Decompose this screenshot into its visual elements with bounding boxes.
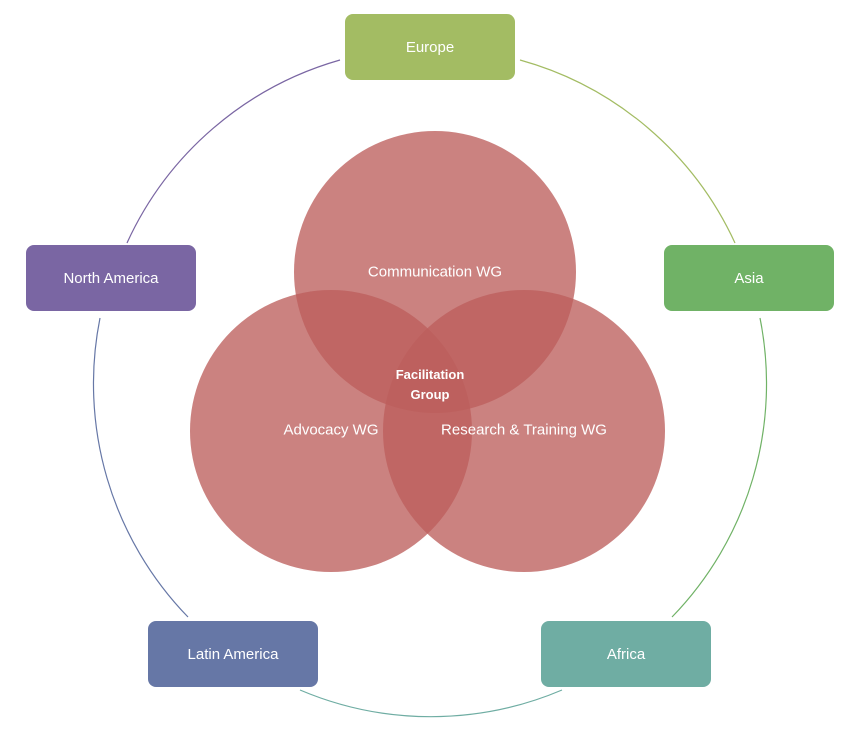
label-research-training-wg: Research & Training WG <box>441 421 607 439</box>
region-box-north-america: North America <box>26 245 196 311</box>
region-label-africa: Africa <box>606 645 646 663</box>
circle-research-training-wg <box>383 290 665 572</box>
ring-arc-africa-latam <box>299 689 563 718</box>
ring-arc-europe-asia <box>519 59 736 244</box>
region-label-europe: Europe <box>405 38 455 56</box>
ring-arc-namer-europe <box>126 59 341 244</box>
label-facilitation-line2: Group <box>410 387 450 402</box>
region-label-latin-america: Latin America <box>187 645 279 663</box>
label-facilitation-line1: Facilitation <box>395 367 465 382</box>
ring-arc-latam-namer <box>92 317 189 618</box>
region-box-latin-america: Latin America <box>148 621 318 687</box>
label-communication-wg: Communication WG <box>367 263 503 281</box>
region-label-asia: Asia <box>734 269 764 287</box>
circle-advocacy-wg <box>190 290 472 572</box>
region-box-europe: Europe <box>345 14 515 80</box>
label-facilitation-group: Facilitation Group <box>375 365 485 405</box>
label-advocacy-wg: Advocacy WG <box>283 421 379 439</box>
region-box-africa: Africa <box>541 621 711 687</box>
region-box-asia: Asia <box>664 245 834 311</box>
region-label-north-america: North America <box>63 269 159 287</box>
ring-arc-asia-africa <box>671 317 768 618</box>
